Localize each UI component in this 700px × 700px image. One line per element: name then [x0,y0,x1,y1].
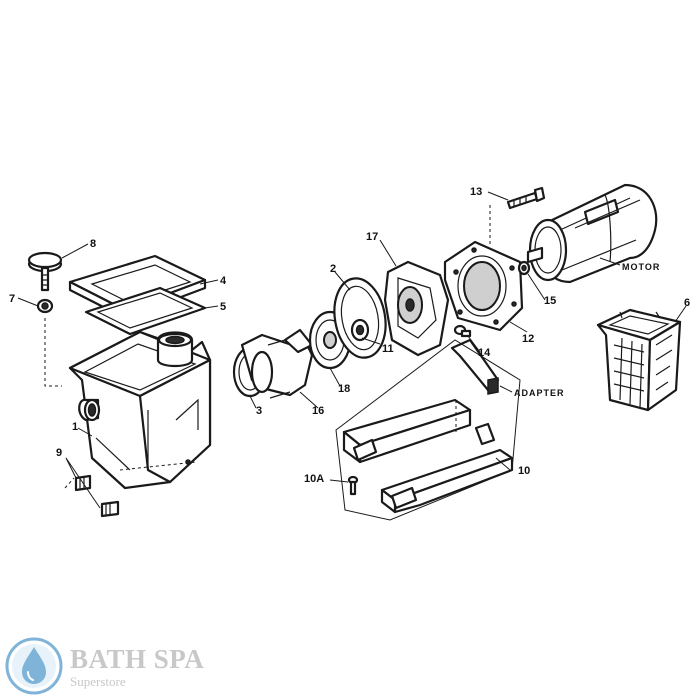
shaft-seal [350,318,370,342]
bath-spa-logo: BATH SPA Superstore [4,636,224,696]
callout-14: 14 [478,347,491,359]
seal-plate [383,260,450,357]
motor-support [342,398,514,514]
washer [517,260,531,276]
diffuser [240,328,314,399]
pump-housing [68,330,212,490]
small-screw [347,475,359,496]
callout-motor: MOTOR [622,262,660,272]
callout-10: 10 [518,465,530,477]
callout-17: 17 [366,231,378,243]
leader-lines [17,191,687,509]
callout-15: 15 [544,295,556,307]
callout-adapter: ADAPTER [514,388,565,398]
callout-16: 16 [312,405,324,417]
callout-2: 2 [330,263,336,275]
callout-6: 6 [684,297,690,309]
callout-5: 5 [220,301,226,313]
strainer-basket [596,308,682,412]
callout-11: 11 [382,343,394,355]
adapter [450,338,500,446]
water-drop-icon [5,637,63,695]
callout-7: 7 [9,293,15,305]
motor-mounting-plate [443,240,524,332]
callout-10a: 10A [304,473,324,485]
logo-name: BATH SPA [70,644,205,674]
dashed-guides [44,205,491,489]
callout-12: 12 [522,333,534,345]
mounting-screw [453,324,472,338]
callout-3: 3 [256,405,262,417]
callout-8: 8 [90,238,96,250]
callout-13: 13 [470,186,482,198]
lid-knob [27,251,63,292]
small-o-ring [36,298,54,314]
callout-labels: 1 2 3 4 5 6 7 8 9 10 10A 11 12 13 14 15 … [9,186,690,485]
through-bolt [506,186,546,210]
logo-tagline: Superstore [70,674,126,689]
seal-plate-gasket [333,277,387,359]
callout-1: 1 [72,421,78,433]
callout-9: 9 [56,447,62,459]
callout-4: 4 [220,275,227,287]
motor [526,183,658,284]
motor-support-outline [335,339,521,521]
callout-18: 18 [338,383,350,395]
